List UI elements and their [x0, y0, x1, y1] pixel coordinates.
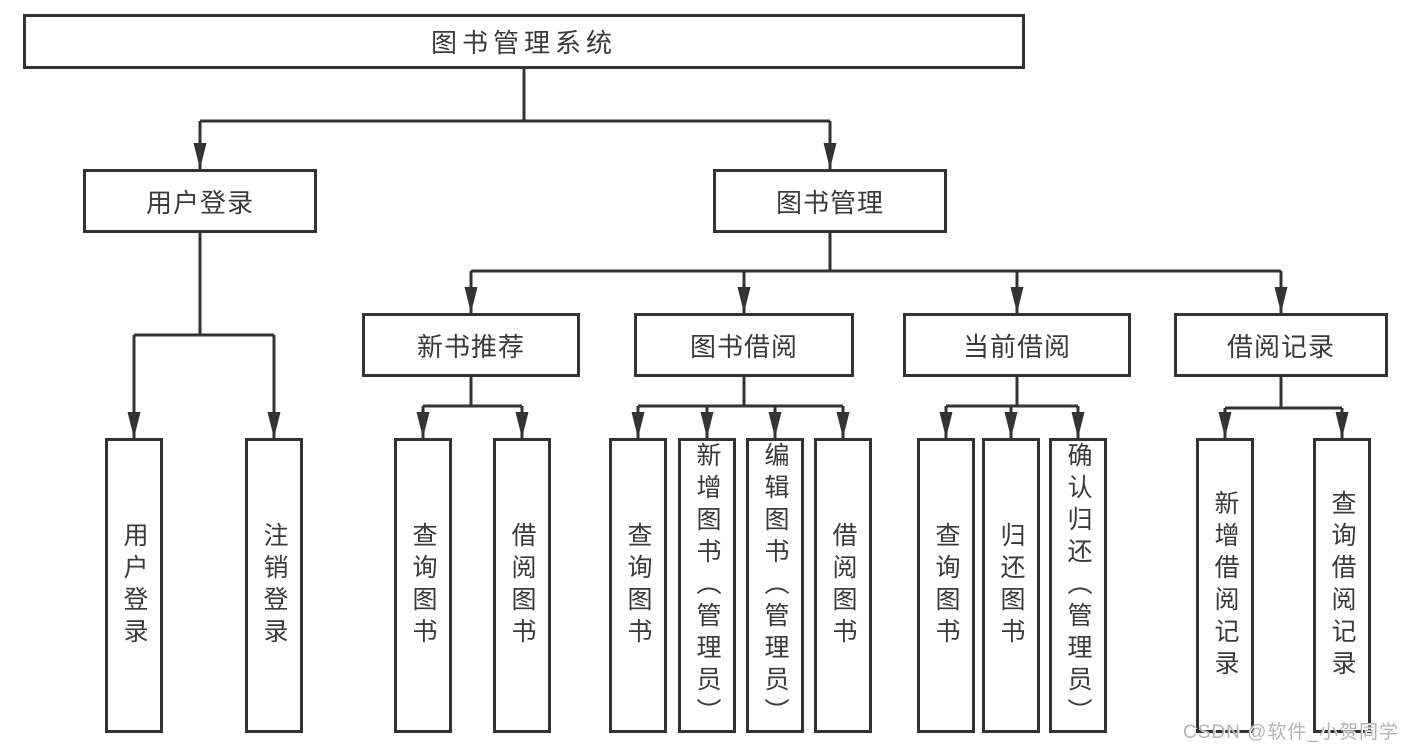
node-label: 查询图书	[932, 521, 960, 650]
node-label: 查询借阅记录	[1328, 489, 1356, 682]
node-leaf-query-books-1: 查询图书	[394, 438, 452, 733]
node-label: 编辑图书（管理员）	[761, 441, 789, 730]
node-label: 图书借阅	[689, 331, 798, 362]
node-label: 借阅记录	[1226, 331, 1335, 362]
node-leaf-return-books: 归还图书	[982, 438, 1040, 733]
node-leaf-add-borrow-record: 新增借阅记录	[1196, 438, 1254, 733]
node-label: 当前借阅	[962, 331, 1071, 362]
node-label: 图书管理	[775, 187, 884, 218]
node-leaf-borrow-books-1: 借阅图书	[493, 438, 551, 733]
node-leaf-logout: 注销登录	[245, 438, 303, 733]
node-leaf-confirm-return-admin: 确认归还（管理员）	[1049, 438, 1107, 733]
node-library-management-system: 图书管理系统	[23, 14, 1025, 69]
node-leaf-edit-books-admin: 编辑图书（管理员）	[746, 438, 804, 733]
node-label: 用户登录	[120, 521, 148, 650]
node-leaf-borrow-books-2: 借阅图书	[814, 438, 872, 733]
node-label: 查询图书	[409, 521, 437, 650]
node-new-book-recommendation: 新书推荐	[362, 313, 580, 377]
connector-paths	[132, 69, 1344, 438]
node-label: 新书推荐	[416, 331, 525, 362]
node-label: 确认归还（管理员）	[1064, 441, 1092, 730]
node-leaf-query-books-2: 查询图书	[609, 438, 667, 733]
node-label: 新增图书（管理员）	[693, 441, 721, 730]
node-leaf-add-books-admin: 新增图书（管理员）	[678, 438, 736, 733]
node-user-login: 用户登录	[83, 169, 317, 233]
node-label: 归还图书	[997, 521, 1025, 650]
node-book-borrowing: 图书借阅	[634, 313, 854, 377]
arrowheads	[127, 143, 1349, 438]
node-label: 图书管理系统	[430, 28, 617, 58]
node-label: 查询图书	[624, 521, 652, 650]
watermark: CSDN @软件_小贺同学	[1183, 722, 1399, 743]
node-leaf-user-login: 用户登录	[105, 438, 163, 733]
node-label: 注销登录	[260, 521, 288, 650]
node-book-management: 图书管理	[713, 169, 947, 233]
node-label: 用户登录	[145, 187, 254, 218]
node-label: 借阅图书	[508, 521, 536, 650]
node-leaf-query-books-3: 查询图书	[917, 438, 975, 733]
node-leaf-query-borrow-record: 查询借阅记录	[1313, 438, 1371, 733]
node-label: 新增借阅记录	[1211, 489, 1239, 682]
node-borrowing-records: 借阅记录	[1174, 313, 1388, 377]
node-label: 借阅图书	[829, 521, 857, 650]
node-current-borrowing: 当前借阅	[903, 313, 1131, 377]
